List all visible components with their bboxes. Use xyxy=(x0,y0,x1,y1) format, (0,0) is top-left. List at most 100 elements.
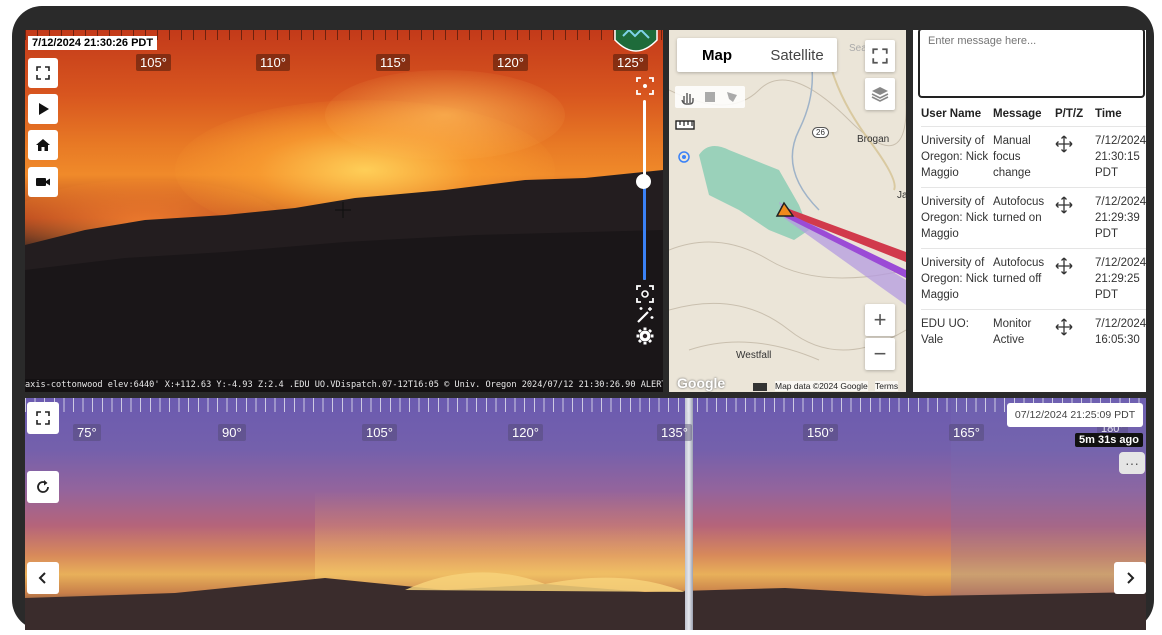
rectangle-draw-icon[interactable] xyxy=(703,90,717,104)
map-type-tabs: Map Satellite xyxy=(677,38,837,72)
cell-time: 7/12/2024 21:29:39 PDT xyxy=(1095,187,1146,249)
play-icon xyxy=(39,103,49,115)
google-logo: Google xyxy=(677,375,726,391)
cell-ptz[interactable] xyxy=(1055,309,1095,354)
cell-time: 7/12/2024 21:30:15 PDT xyxy=(1095,126,1146,188)
place-label: Brogan xyxy=(857,134,890,145)
video-camera-icon xyxy=(36,178,50,186)
cell-ptz[interactable] xyxy=(1055,126,1095,188)
message-input[interactable] xyxy=(926,34,1130,48)
focus-icon[interactable] xyxy=(635,76,655,96)
panorama-age-badge: 5m 31s ago xyxy=(1075,433,1143,447)
map-layers-button[interactable] xyxy=(865,78,895,110)
home-button[interactable] xyxy=(28,130,58,160)
heading-tick: 90° xyxy=(218,424,246,441)
refresh-button[interactable] xyxy=(27,471,59,503)
map-fullscreen-button[interactable] xyxy=(865,40,895,72)
place-label: Ja xyxy=(897,190,906,201)
fullscreen-button[interactable] xyxy=(28,58,58,88)
cell-ptz[interactable] xyxy=(1055,187,1095,249)
zoom-out-button[interactable]: − xyxy=(865,338,895,370)
zoom-in-button[interactable]: + xyxy=(865,304,895,336)
magic-wand-icon[interactable] xyxy=(635,305,655,325)
move-arrows-icon[interactable] xyxy=(1055,257,1073,275)
cell-time: 7/12/2024 16:05:30 xyxy=(1095,309,1146,354)
heading-tick: 105° xyxy=(362,424,397,441)
tab-map[interactable]: Map xyxy=(702,46,732,64)
terms-link[interactable]: Terms xyxy=(875,381,899,391)
map-search-input[interactable]: Sea xyxy=(849,43,867,54)
keyboard-icon[interactable] xyxy=(753,383,767,391)
cell-message: Manual focus change xyxy=(993,126,1055,188)
zoom-slider-handle[interactable] xyxy=(636,174,651,189)
next-button[interactable] xyxy=(1114,562,1146,594)
play-button[interactable] xyxy=(28,94,58,124)
cell-time: 7/12/2024 21:29:25 PDT xyxy=(1095,248,1146,310)
table-row[interactable]: University of Oregon: Nick Maggio Autofo… xyxy=(921,187,1146,249)
move-arrows-icon[interactable] xyxy=(1055,135,1073,153)
previous-button[interactable] xyxy=(27,562,59,594)
camera-view[interactable]: 7/12/2024 21:30:26 PDT 105° 110° 115° 12… xyxy=(25,30,663,392)
hand-pan-icon[interactable] xyxy=(679,89,695,105)
locate-icon[interactable] xyxy=(677,150,691,164)
cell-user: University of Oregon: Nick Maggio xyxy=(921,126,993,188)
expand-icon xyxy=(36,411,50,425)
layers-icon xyxy=(871,87,889,102)
heading-tick: 125° xyxy=(613,54,648,71)
map-view[interactable]: Map Satellite Sea Brogan Westfall Ja 26 … xyxy=(669,30,906,392)
heading-tick: 120° xyxy=(508,424,543,441)
refresh-icon xyxy=(37,480,49,493)
move-arrows-icon[interactable] xyxy=(1055,196,1073,214)
heading-ruler xyxy=(25,398,1146,412)
heading-tick: 165° xyxy=(949,424,984,441)
place-label: Westfall xyxy=(736,350,772,361)
heading-tick: 75° xyxy=(73,424,101,441)
heading-tick: 120° xyxy=(493,54,528,71)
fire-glow xyxy=(325,70,565,160)
chevron-right-icon xyxy=(1127,572,1135,584)
cell-user: University of Oregon: Nick Maggio xyxy=(921,187,993,249)
record-video-button[interactable] xyxy=(28,167,58,197)
heading-tick: 105° xyxy=(136,54,171,71)
chevron-left-icon xyxy=(38,572,46,584)
gear-icon[interactable] xyxy=(635,326,655,346)
table-header: User Name Message P/T/Z Time xyxy=(921,106,1146,127)
agency-badge-icon xyxy=(614,30,658,52)
polygon-draw-icon[interactable] xyxy=(725,90,739,104)
crosshair-icon xyxy=(335,202,351,218)
panorama-ridge xyxy=(25,572,1146,630)
map-footer: Google Map data ©2024 Google Terms xyxy=(669,375,906,392)
heading-ruler xyxy=(25,30,663,40)
panorama-timestamp: 07/12/2024 21:25:09 PDT xyxy=(1007,403,1143,427)
heading-tick: 115° xyxy=(376,54,410,71)
home-icon xyxy=(36,139,50,151)
column-header-message: Message xyxy=(993,108,1042,120)
heading-tick: 110° xyxy=(256,54,290,71)
column-header-user: User Name xyxy=(921,108,982,120)
table-row[interactable]: University of Oregon: Nick Maggio Manual… xyxy=(921,126,1146,188)
heading-tick: 150° xyxy=(803,424,838,441)
more-options-button[interactable]: ··· xyxy=(1119,452,1145,474)
autofocus-target-icon[interactable] xyxy=(635,284,655,304)
expand-icon xyxy=(36,66,50,80)
camera-caption: axis-cottonwood elev:6440' X:+112.63 Y:-… xyxy=(25,379,663,392)
move-arrows-icon[interactable] xyxy=(1055,318,1073,336)
table-row[interactable]: University of Oregon: Nick Maggio Autofo… xyxy=(921,248,1146,310)
message-box[interactable] xyxy=(918,30,1145,98)
mountain-ridge xyxy=(25,170,663,392)
table-row[interactable]: EDU UO: Vale Monitor Active 7/12/2024 16… xyxy=(921,309,1146,354)
panorama-view[interactable]: 75° 90° 105° 120° 135° 150° 165° 180° 07… xyxy=(25,398,1146,630)
zoom-slider-fill xyxy=(643,181,646,280)
camera-timestamp: 7/12/2024 21:30:26 PDT xyxy=(28,36,158,50)
cell-message: Autofocus turned off xyxy=(993,248,1055,310)
cell-ptz[interactable] xyxy=(1055,248,1095,310)
panorama-fullscreen-button[interactable] xyxy=(27,402,59,434)
cell-message: Autofocus turned on xyxy=(993,187,1055,249)
tower-pole xyxy=(685,398,693,630)
ruler-icon[interactable] xyxy=(675,118,695,132)
tab-satellite[interactable]: Satellite xyxy=(770,46,824,64)
route-shield: 26 xyxy=(812,127,829,138)
heading-tick: 135° xyxy=(657,424,692,441)
map-attribution: Map data ©2024 Google xyxy=(775,381,868,391)
activity-log: User Name Message P/T/Z Time University … xyxy=(913,30,1146,392)
